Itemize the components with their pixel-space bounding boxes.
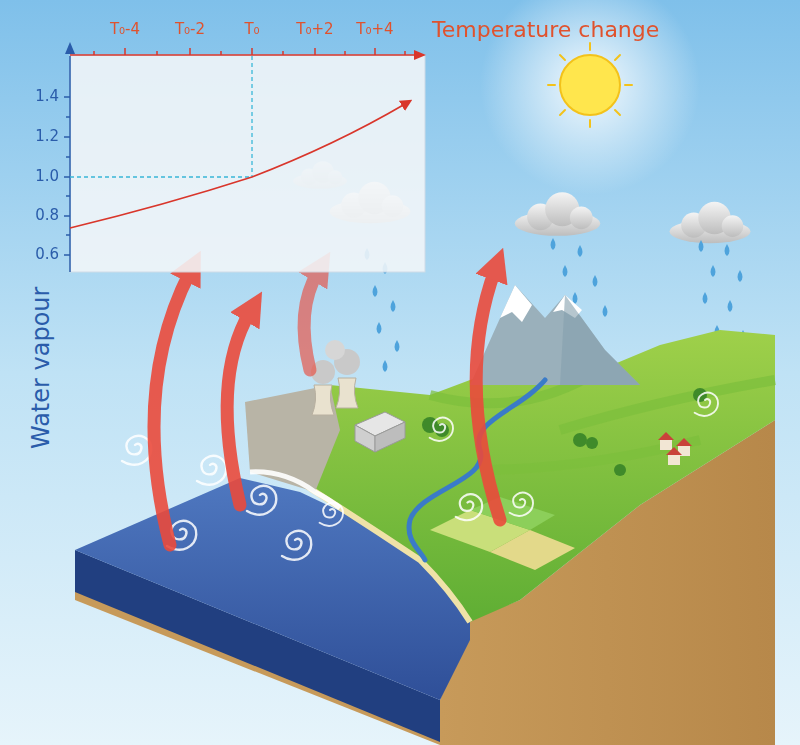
axis-title: Water vapour bbox=[28, 287, 56, 449]
axis-tick-label: 1.2 bbox=[35, 128, 59, 145]
axis-tick-label: 0.6 bbox=[35, 246, 59, 263]
axis-tick-label: T₀+2 bbox=[296, 21, 333, 38]
axis-tick-label: 0.8 bbox=[35, 207, 59, 224]
axis-tick-label: T₀+4 bbox=[356, 21, 393, 38]
axis-tick-label: T₀-4 bbox=[110, 21, 140, 38]
axis-tick-label: 1.4 bbox=[35, 88, 59, 105]
axis-tick-label: T₀-2 bbox=[175, 21, 205, 38]
axis-tick-label: 1.0 bbox=[35, 168, 59, 185]
axis-title: Temperature change bbox=[432, 17, 659, 42]
axis-tick-label: T₀ bbox=[244, 21, 259, 38]
